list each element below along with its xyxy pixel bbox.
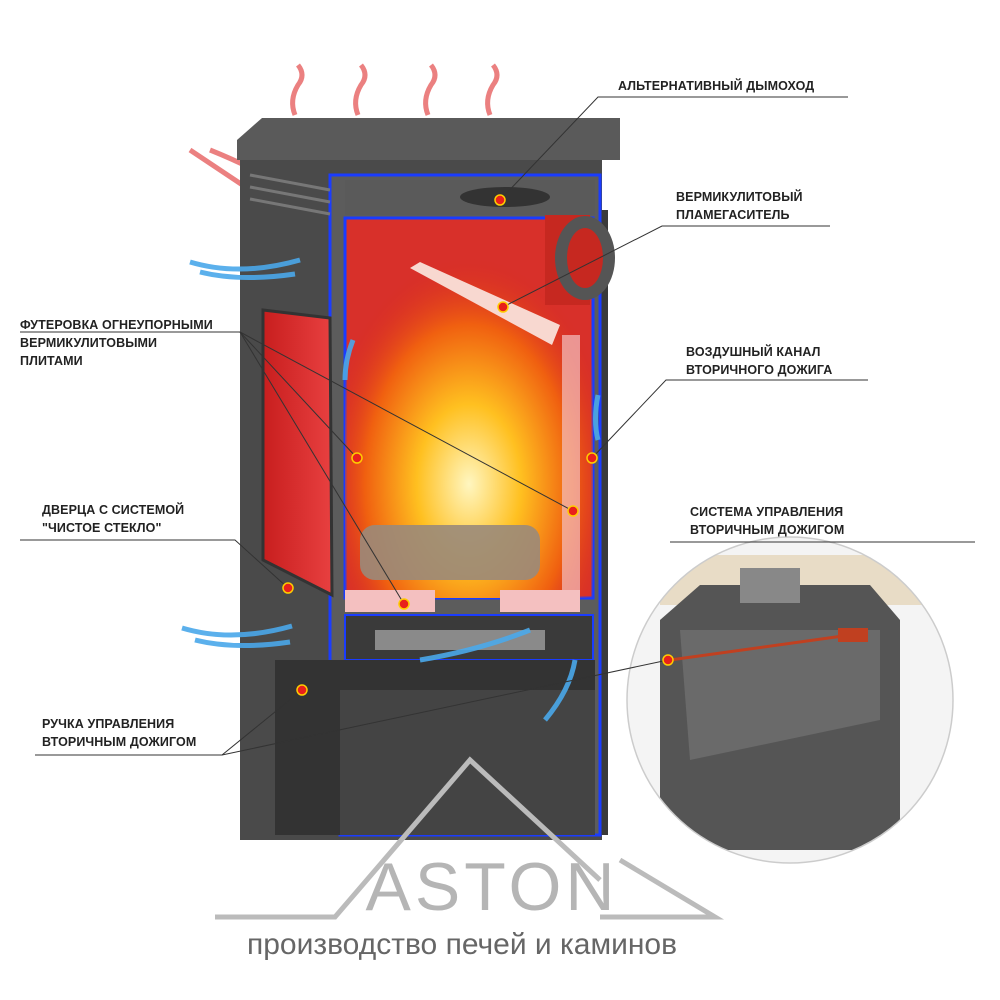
markers <box>282 194 674 696</box>
cold-air-arrows <box>181 257 601 722</box>
logo-roof <box>215 756 725 920</box>
control-system-inset <box>627 537 953 863</box>
brand-tagline: производство печей и каминов <box>246 928 678 961</box>
brand-logo: ASTON <box>365 849 619 925</box>
label-alternative-chimney: АЛЬТЕРНАТИВНЫЙ ДЫМОХОД <box>618 79 815 93</box>
stove-body <box>237 118 620 840</box>
leader-lines <box>20 96 975 756</box>
label-door: ДВЕРЦА С СИСТЕМОЙ"ЧИСТОЕ СТЕКЛО" <box>42 503 185 535</box>
